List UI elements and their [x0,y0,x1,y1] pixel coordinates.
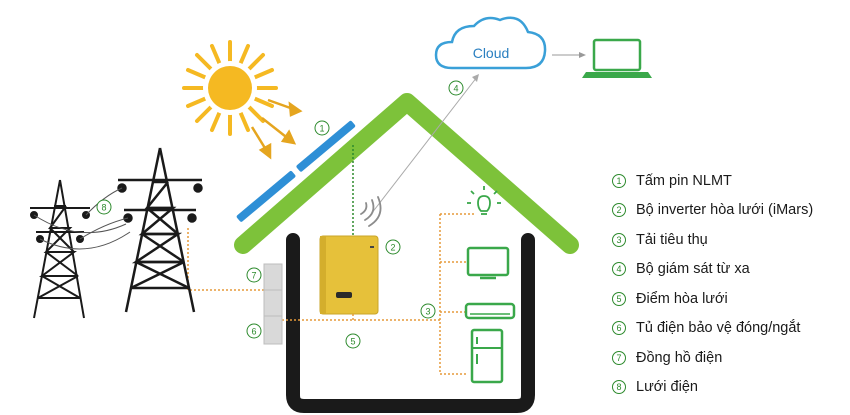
laptop-icon [582,38,652,78]
svg-text:5: 5 [350,337,355,347]
cloud-icon [434,16,547,70]
legend-number: 4 [612,262,626,277]
ac-wiring [187,214,466,375]
legend-label: Tải tiêu thụ [636,231,708,248]
legend-item: 8 Lưới điện [612,373,844,403]
legend-item: 4 Bộ giám sát từ xa [612,255,844,285]
power-cables [33,187,131,250]
light-bulb-icon [467,186,501,215]
marker-5: 5 [345,333,361,349]
roof [234,93,579,254]
svg-text:6: 6 [251,327,256,337]
tv-icon [466,246,510,280]
legend-item: 2 Bộ inverter hòa lưới (iMars) [612,196,844,226]
legend-number: 1 [612,173,626,188]
sunlight-arrows [250,98,303,160]
electric-cabinet [263,263,283,345]
legend-item: 6 Tủ điện bảo vệ đóng/ngắt [612,314,844,344]
cloud-to-laptop-arrow [552,52,586,58]
svg-text:1: 1 [319,124,324,134]
air-conditioner-icon [464,302,516,320]
svg-text:4: 4 [453,84,458,94]
house-wall [286,233,535,413]
marker-7: 7 [246,267,262,283]
marker-1: 1 [314,120,330,136]
legend-item: 3 Tải tiêu thụ [612,225,844,255]
legend-number: 5 [612,291,626,306]
legend-item: 5 Điểm hòa lưới [612,284,844,314]
legend-label: Điểm hòa lưới [636,290,728,307]
marker-8: 8 [96,199,112,215]
legend-number: 2 [612,203,626,218]
power-tower-icon-right [117,147,203,313]
monitoring-link [367,76,478,219]
legend-label: Lưới điện [636,379,698,396]
svg-text:2: 2 [390,243,395,253]
refrigerator-icon [470,328,504,384]
legend-number: 7 [612,350,626,365]
legend-label: Tấm pin NLMT [636,172,732,189]
marker-4: 4 [448,80,464,96]
legend-number: 6 [612,321,626,336]
legend-label: Tủ điện bảo vệ đóng/ngắt [636,320,801,337]
legend: 1 Tấm pin NLMT 2 Bộ inverter hòa lưới (i… [612,166,844,402]
legend-label: Đồng hồ điện [636,349,723,366]
wifi-icon [360,196,382,227]
marker-6: 6 [246,323,262,339]
svg-text:3: 3 [425,307,430,317]
marker-2: 2 [385,239,401,255]
sun-icon [182,40,278,136]
solar-panels [234,118,358,224]
svg-text:7: 7 [251,271,256,281]
legend-number: 3 [612,232,626,247]
cloud-label: Cloud [473,45,510,61]
legend-item: 7 Đồng hồ điện [612,343,844,373]
legend-item: 1 Tấm pin NLMT [612,166,844,196]
marker-3: 3 [420,303,436,319]
legend-number: 8 [612,380,626,395]
inverter [319,235,379,315]
svg-text:8: 8 [101,203,106,213]
legend-label: Bộ giám sát từ xa [636,261,750,278]
legend-label: Bộ inverter hòa lưới (iMars) [636,202,814,219]
